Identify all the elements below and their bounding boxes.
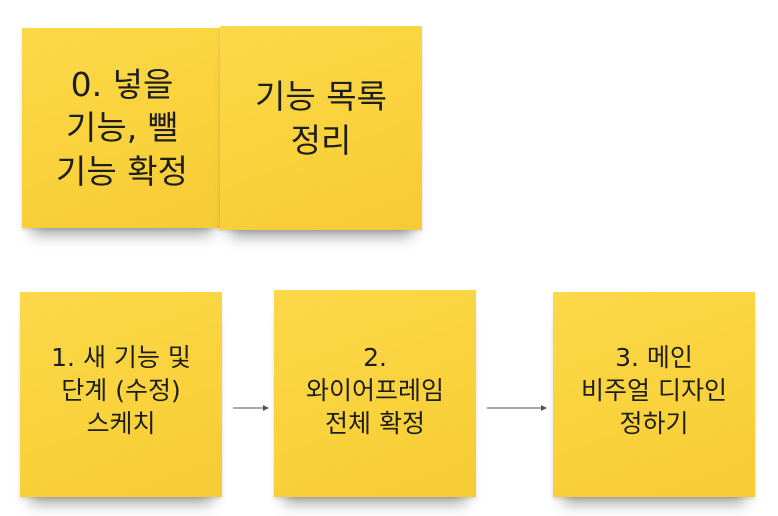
sticky-note-step3-text: 3. 메인 비주얼 디자인 정하기 bbox=[581, 343, 727, 438]
sticky-note-step2-text: 2. 와이어프레임 전체 확정 bbox=[305, 343, 444, 438]
sticky-note-step1-text: 1. 새 기능 및 단계 (수정) 스케치 bbox=[51, 343, 191, 438]
sticky-note-step0: 0. 넣을 기능, 뺄 기능 확정 bbox=[22, 28, 222, 228]
sticky-note-feature-list-text: 기능 목록 정리 bbox=[255, 77, 387, 160]
sticky-note-step3: 3. 메인 비주얼 디자인 정하기 bbox=[553, 292, 755, 497]
sticky-note-step1: 1. 새 기능 및 단계 (수정) 스케치 bbox=[20, 292, 222, 497]
sticky-note-feature-list: 기능 목록 정리 bbox=[220, 26, 422, 230]
sticky-note-step0-text: 0. 넣을 기능, 뺄 기능 확정 bbox=[56, 64, 188, 191]
sticky-note-step2: 2. 와이어프레임 전체 확정 bbox=[274, 290, 476, 497]
